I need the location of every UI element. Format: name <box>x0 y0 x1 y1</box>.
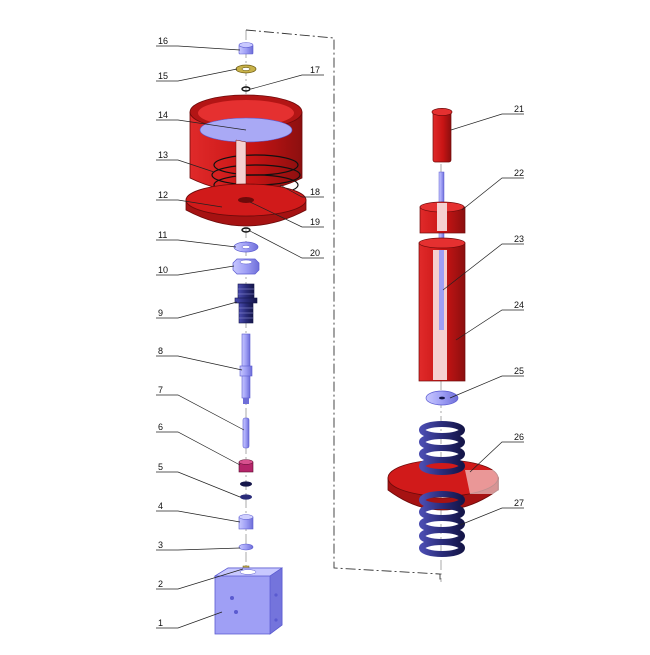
part-9-threaded-bushing <box>234 283 258 324</box>
part-6-seal <box>238 459 254 473</box>
part-8-shaft <box>239 333 253 404</box>
part-10-hex-nut <box>232 258 260 275</box>
part-5-rings <box>240 481 252 500</box>
callout-18: 18 <box>310 187 320 197</box>
assembly-axis-line <box>245 29 441 582</box>
part-24-tube <box>418 237 466 382</box>
part-27-spring <box>419 421 465 557</box>
part-15-washer <box>235 64 257 74</box>
part-1-valve-body <box>213 567 284 635</box>
part-22-collar <box>419 201 466 234</box>
callout-1: 1 <box>158 618 163 628</box>
callout-24: 24 <box>514 300 524 310</box>
callout-labels: 16 15 17 14 13 18 12 19 20 11 10 9 8 7 6… <box>158 36 524 628</box>
callout-6: 6 <box>158 422 163 432</box>
callout-25: 25 <box>514 366 524 376</box>
callout-22: 22 <box>514 168 524 178</box>
callout-13: 13 <box>158 150 168 160</box>
part-7-pin <box>242 417 250 449</box>
callout-26: 26 <box>514 432 524 442</box>
callout-12: 12 <box>158 190 168 200</box>
callout-3: 3 <box>158 540 163 550</box>
callout-10: 10 <box>158 265 168 275</box>
part-3-disc <box>238 543 254 551</box>
callout-2: 2 <box>158 579 163 589</box>
callout-20: 20 <box>310 248 320 258</box>
part-11-washer <box>233 241 259 253</box>
callout-27: 27 <box>514 498 524 508</box>
part-25-spring-seat <box>425 390 459 406</box>
callout-23: 23 <box>514 234 524 244</box>
callout-16: 16 <box>158 36 168 46</box>
part-26-flange-plate <box>387 459 499 511</box>
callout-19: 19 <box>310 217 320 227</box>
part-16-small-nut <box>238 42 254 55</box>
callout-14: 14 <box>158 110 168 120</box>
part-4-bushing <box>238 514 254 530</box>
callout-5: 5 <box>158 462 163 472</box>
part-20-o-ring <box>241 227 251 233</box>
callout-21: 21 <box>514 104 524 114</box>
callout-7: 7 <box>158 385 163 395</box>
callout-17: 17 <box>310 65 320 75</box>
callout-15: 15 <box>158 71 168 81</box>
callout-9: 9 <box>158 308 163 318</box>
part-17-o-ring <box>241 86 251 92</box>
callout-11: 11 <box>158 230 167 240</box>
part-21-cap <box>431 108 453 163</box>
leader-lines <box>156 45 524 629</box>
callout-4: 4 <box>158 501 163 511</box>
part-12-base-flange <box>185 183 307 227</box>
callout-8: 8 <box>158 346 163 356</box>
